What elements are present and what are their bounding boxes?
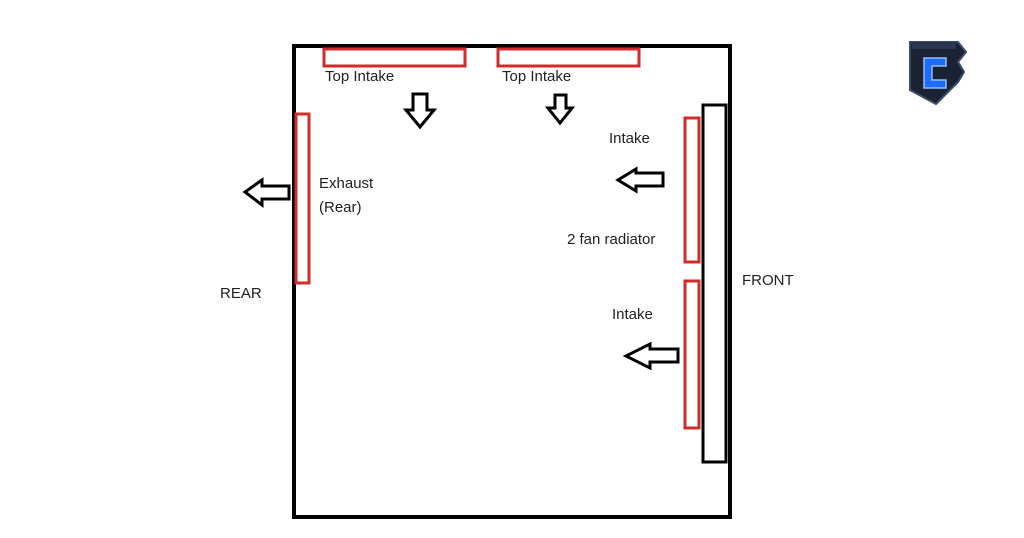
front-radiator: [701, 103, 728, 464]
top-fan-2: [496, 47, 641, 68]
intake-upper-label: Intake: [609, 130, 650, 147]
front-label: FRONT: [742, 272, 794, 289]
left-arrow-icon: [615, 166, 665, 194]
left-arrow-icon: [242, 177, 291, 209]
down-arrow-icon: [402, 92, 438, 130]
galactic-trove-logo: [909, 41, 968, 106]
radiator-label: 2 fan radiator: [567, 231, 656, 248]
rear-label: REAR: [220, 285, 262, 302]
top-fan-1: [322, 47, 467, 68]
down-arrow-icon: [544, 93, 576, 126]
rear-exhaust-fan: [294, 112, 311, 285]
exhaust-label: Exhaust: [319, 175, 374, 192]
exhaust-sub-label: (Rear): [319, 199, 362, 216]
case-outline: [292, 44, 732, 519]
front-fan-lower: [683, 279, 701, 430]
top-intake-label-1: Top Intake: [325, 68, 395, 85]
left-arrow-icon: [622, 341, 680, 371]
intake-lower-label: Intake: [612, 306, 653, 323]
top-intake-label-2: Top Intake: [502, 68, 572, 85]
front-fan-upper: [683, 116, 701, 264]
